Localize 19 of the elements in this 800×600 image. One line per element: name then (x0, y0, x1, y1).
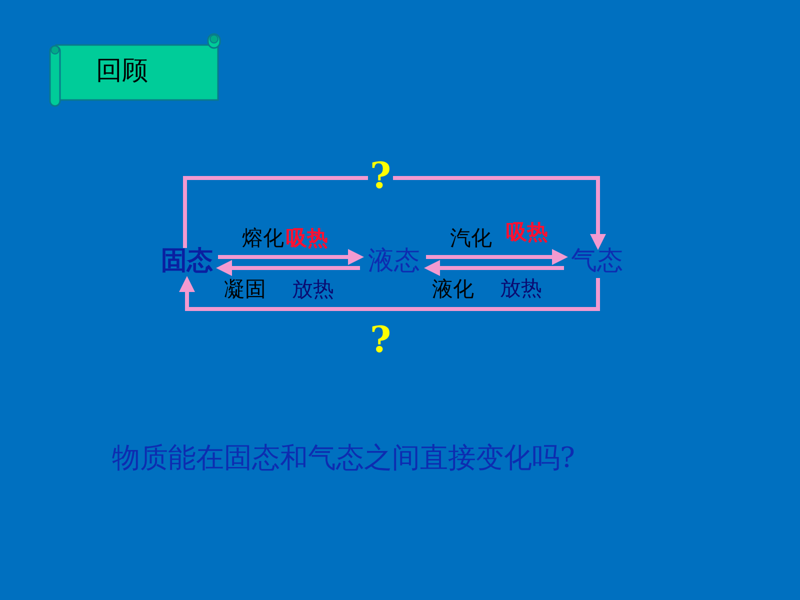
question-text: 物质能在固态和气态之间直接变化吗? (112, 444, 576, 472)
heat-label: 放热 (292, 279, 334, 300)
state-label: 固态 (156, 248, 218, 278)
edge-label: 汽化 (450, 228, 492, 249)
arrow (216, 260, 360, 276)
arrow (424, 260, 564, 276)
state-label: 液态 (362, 248, 426, 278)
heat-label: 吸热 (286, 228, 328, 249)
edge-label: 液化 (432, 279, 474, 300)
banner-title: 回顾 (96, 58, 148, 84)
arrow (183, 176, 606, 250)
arrow (218, 249, 364, 265)
arrow (426, 249, 568, 265)
arrow (179, 276, 600, 311)
heat-label: 放热 (500, 278, 542, 299)
edge-label: 熔化 (242, 228, 284, 249)
state-label: 气态 (566, 248, 628, 278)
edge-label: 凝固 (224, 279, 266, 300)
heat-label: 吸热 (506, 222, 548, 243)
